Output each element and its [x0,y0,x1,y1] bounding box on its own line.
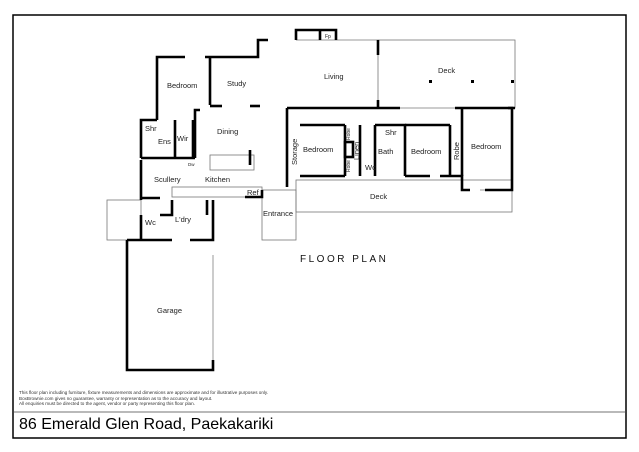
room-label: Robe [346,160,352,172]
room-label: Study [227,79,246,88]
room-label: Bedroom [167,81,197,90]
room-label: Living [324,72,344,81]
room-label: Bedroom [411,147,441,156]
page-border [12,14,627,439]
room-label: Deck [370,192,387,201]
room-label: Kitchen [205,175,230,184]
disclaimer-line: BoxBrownie.com gives no guarantee, warra… [19,395,213,401]
room-label: Bedroom [303,145,333,154]
plan-title: FLOOR PLAN [300,254,388,265]
room-label: Wir [177,134,189,143]
disclaimer: This floor plan including furniture, fix… [19,390,268,407]
room-label: Linen [352,142,361,160]
room-label: Bedroom [471,142,501,151]
room-label: Garage [157,306,182,315]
disclaimer-line: All enquiries must be directed to the ag… [19,401,195,407]
room-label: Dining [217,127,238,136]
deck-posts [429,80,514,83]
room-label: Ref [247,188,260,197]
room-label: Scullery [154,175,181,184]
room-label: Entrance [263,209,293,218]
room-label: Bath [378,147,393,156]
room-label: Shr [145,124,157,133]
room-label: L'dry [175,215,191,224]
room-label: Robe [452,142,461,160]
room-label: Wc [145,218,156,227]
disclaimer-line: This floor plan including furniture, fix… [19,390,269,395]
room-label: Robe [346,128,352,140]
room-label: Storage [290,139,299,165]
property-address: 86 Emerald Glen Road, Paekakariki [19,416,274,433]
room-label: Fp [325,34,331,40]
walls [125,28,515,372]
room-label: Ens [158,137,171,146]
room-label: Dw [188,162,195,167]
room-label: Wc [365,163,376,172]
room-label: Shr [385,128,397,137]
room-label: Deck [438,66,455,75]
